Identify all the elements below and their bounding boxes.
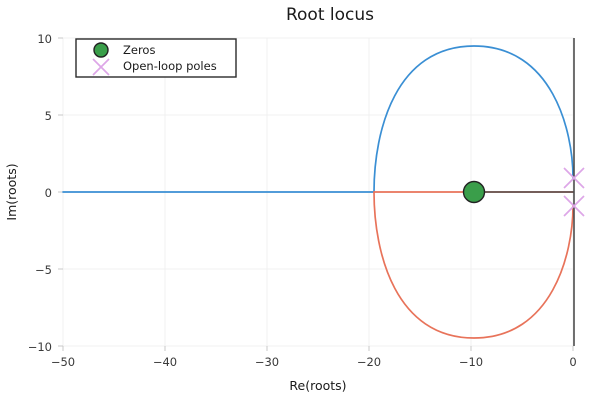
- xtick-label: −10: [459, 355, 483, 369]
- legend-label-poles: Open-loop poles: [123, 59, 217, 73]
- pole-marker-lower: [563, 195, 585, 217]
- chart-legend[interactable]: Zeros Open-loop poles: [75, 38, 237, 78]
- xtick-label: −30: [255, 355, 279, 369]
- xtick-label: 0: [569, 355, 576, 369]
- y-axis-label: Im(roots): [4, 163, 19, 220]
- ytick-label: 5: [45, 109, 52, 123]
- legend-pole-icon: [92, 58, 110, 76]
- legend-box: [75, 38, 237, 78]
- x-axis-label: Re(roots): [289, 378, 346, 393]
- xtick-label: −20: [357, 355, 381, 369]
- ytick-label: −10: [28, 340, 52, 354]
- ytick-label: 0: [45, 186, 52, 200]
- xtick-label: −50: [51, 355, 75, 369]
- ytick-label: 10: [37, 32, 52, 46]
- ytick-label: −5: [35, 263, 52, 277]
- locus-branch-upper: [62, 45, 574, 193]
- page-title: Root locus: [286, 5, 374, 25]
- locus-branch-lower: [373, 191, 574, 339]
- legend-label-zeros: Zeros: [123, 43, 155, 57]
- xtick-label: −40: [153, 355, 177, 369]
- zero-marker: [462, 180, 486, 204]
- pole-marker-upper: [563, 167, 585, 189]
- legend-zero-icon: [93, 42, 109, 58]
